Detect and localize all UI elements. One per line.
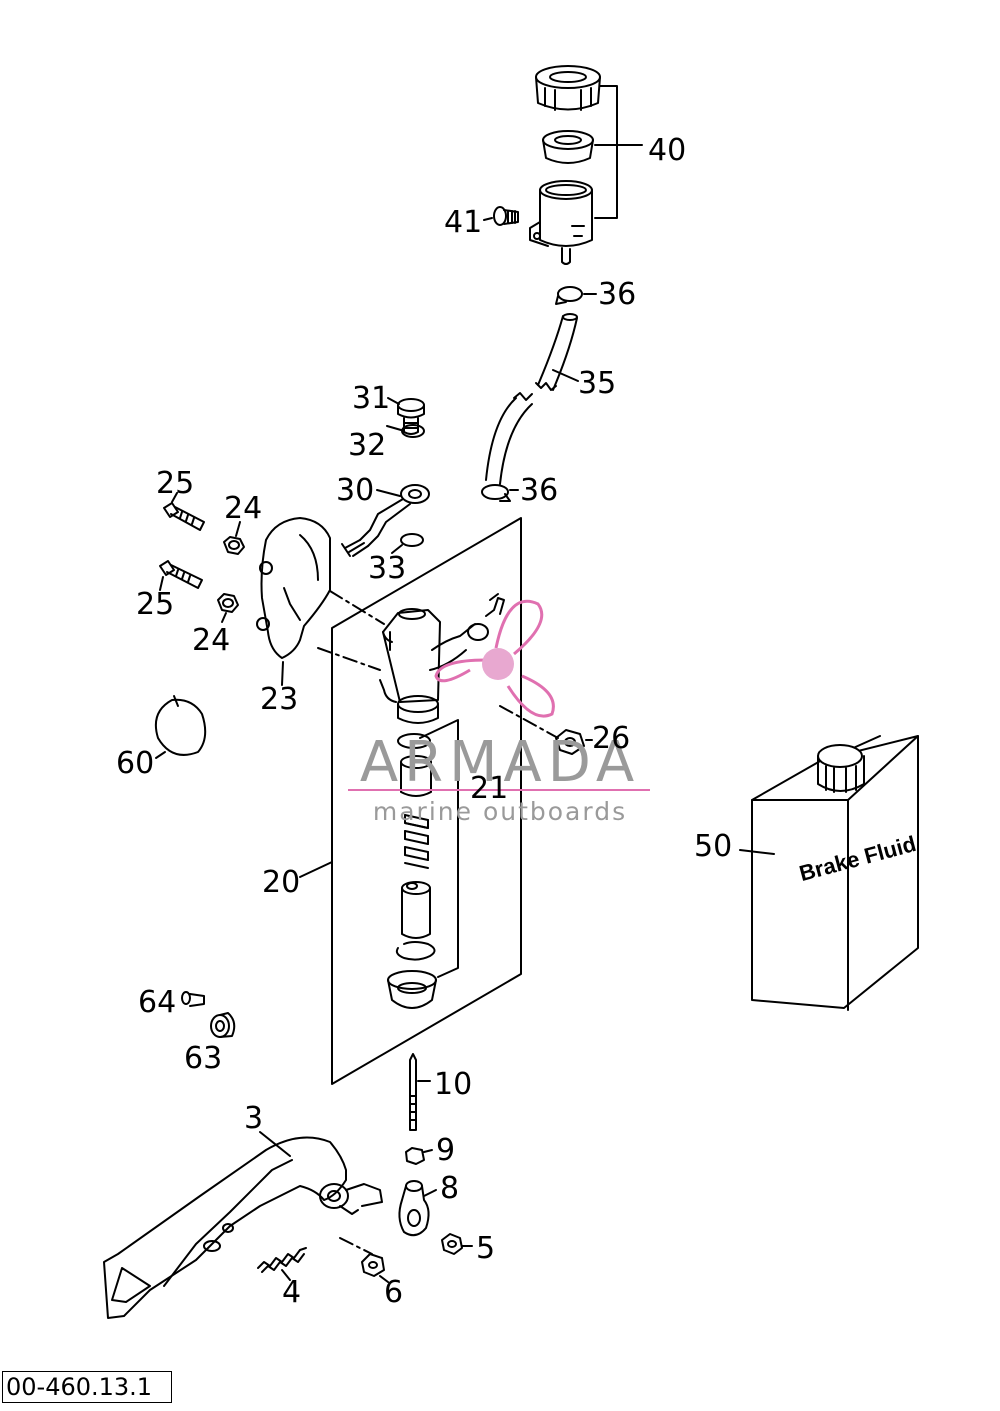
callout-4: 4	[282, 1275, 301, 1310]
callout-33: 33	[368, 551, 406, 586]
reservoir-diaphragm	[542, 130, 594, 164]
callout-63: 63	[184, 1041, 222, 1076]
callout-64: 64	[138, 985, 176, 1020]
bolt-upper	[163, 502, 205, 531]
reservoir-cap	[535, 65, 601, 111]
reservoir-screw	[493, 206, 519, 226]
pivot-nut	[361, 1253, 385, 1277]
callout-5: 5	[476, 1231, 495, 1266]
callout-24-upper: 24	[224, 491, 262, 526]
hose-clamp-upper	[555, 286, 583, 305]
banjo-bolt	[397, 398, 425, 435]
push-rod-nut	[405, 1147, 425, 1165]
nut-lower	[217, 593, 239, 613]
brake-hose	[485, 313, 578, 485]
watermark: ARMADA marine outboards	[348, 599, 650, 826]
push-rod	[409, 1053, 417, 1131]
callout-60: 60	[116, 746, 154, 781]
brake-pedal	[103, 1136, 383, 1319]
master-cylinder-guard	[256, 517, 331, 659]
callout-6: 6	[384, 1275, 403, 1310]
master-cylinder-body	[379, 593, 505, 724]
spacer	[210, 1012, 236, 1038]
washer-upper	[401, 424, 425, 438]
callout-40: 40	[648, 133, 686, 168]
callout-20: 20	[262, 865, 300, 900]
small-screw	[181, 991, 205, 1007]
callout-50: 50	[694, 829, 732, 864]
callout-10: 10	[434, 1067, 472, 1102]
washer-lower	[400, 533, 424, 547]
brake-fluid-can	[751, 735, 919, 1011]
callout-41: 41	[444, 205, 482, 240]
callout-36-upper: 36	[598, 277, 636, 312]
return-spring	[257, 1247, 307, 1273]
callout-35: 35	[578, 366, 616, 401]
callout-8: 8	[440, 1171, 459, 1206]
callout-26: 26	[592, 721, 630, 756]
piston-spring	[404, 814, 429, 869]
callout-36-lower: 36	[520, 473, 558, 508]
part-labels: 40 41 36 35 31 32 30 33 36 25 24 25 24 2…	[116, 133, 732, 1310]
cable-tie	[154, 695, 207, 756]
callout-25-upper: 25	[156, 466, 194, 501]
callout-25-lower: 25	[136, 587, 174, 622]
clevis-nut	[441, 1233, 463, 1255]
watermark-subtitle: marine outboards	[373, 797, 627, 826]
callout-21: 21	[470, 771, 508, 806]
drawing-number: 00-460.13.1	[2, 1371, 172, 1403]
watermark-title: ARMADA	[360, 730, 640, 795]
reservoir-body	[529, 180, 593, 265]
banjo-fitting	[341, 484, 430, 557]
dust-boot	[387, 970, 437, 1009]
circlip	[395, 941, 436, 961]
clevis	[398, 1180, 430, 1237]
callout-31: 31	[352, 381, 390, 416]
callout-32: 32	[348, 428, 386, 463]
callout-24-lower: 24	[192, 623, 230, 658]
callout-3: 3	[244, 1101, 263, 1136]
piston	[401, 881, 431, 939]
callout-30: 30	[336, 473, 374, 508]
hose-clamp-lower	[481, 484, 511, 502]
cylinder-nut	[555, 729, 585, 755]
nut-upper	[223, 536, 245, 555]
piston-sleeve	[400, 755, 432, 797]
callout-23: 23	[260, 682, 298, 717]
bolt-lower	[159, 560, 203, 589]
seal-ring	[397, 733, 431, 749]
callout-9: 9	[436, 1133, 455, 1168]
master-cylinder-kit-outline	[331, 517, 522, 1085]
